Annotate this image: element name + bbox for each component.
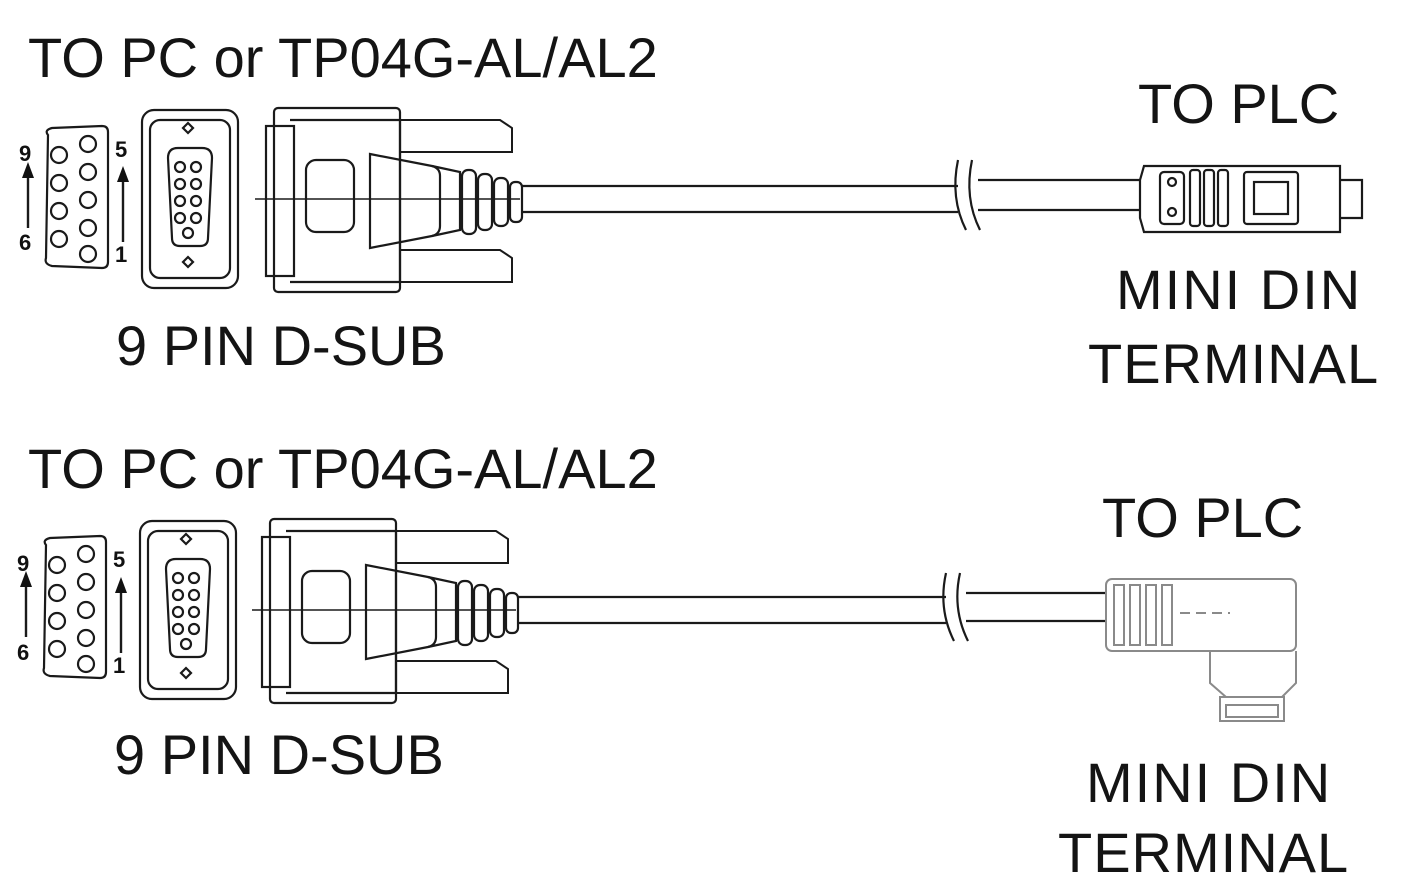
pin-5-label: 5 <box>113 547 126 572</box>
mini-din-right-angle-icon <box>1105 578 1297 722</box>
cable-assembly-straight: TO PC or TP04G-AL/AL2 <box>0 0 1428 420</box>
to-plc-label: TO PLC <box>1138 72 1340 135</box>
mini-din-label: MINI DIN <box>1116 258 1363 321</box>
strain-relief-icon <box>460 168 524 236</box>
dsub-pin-face-icon <box>42 534 108 680</box>
thumbscrew-icon <box>400 119 513 283</box>
dsub-pin-face-icon <box>44 124 110 270</box>
cable-line <box>522 159 1140 231</box>
terminal-label: TERMINAL <box>1058 821 1350 884</box>
pin-1-label: 1 <box>115 242 128 267</box>
pin-6-label: 6 <box>19 230 32 255</box>
thumbscrew-icon <box>396 530 509 694</box>
pin-5-label: 5 <box>115 137 128 162</box>
mini-din-label: MINI DIN <box>1086 751 1333 814</box>
pin-1-label: 1 <box>113 653 126 678</box>
mini-din-straight-icon <box>1138 164 1364 234</box>
to-pc-label: TO PC or TP04G-AL/AL2 <box>28 437 658 500</box>
pin-9-label: 9 <box>19 141 32 166</box>
pin-9-label: 9 <box>17 551 30 576</box>
terminal-label: TERMINAL <box>1088 332 1380 395</box>
dsub-body-icon <box>260 517 458 705</box>
dsub-flange-icon <box>140 108 240 290</box>
pin-direction-arrows <box>24 581 123 653</box>
dsub-label: 9 PIN D-SUB <box>116 314 446 377</box>
cable-drawing <box>22 106 1364 294</box>
dsub-label: 9 PIN D-SUB <box>114 723 444 786</box>
strain-relief-icon <box>456 579 520 647</box>
dsub-body-icon <box>264 106 462 294</box>
pin-direction-arrows <box>26 172 125 242</box>
to-plc-label: TO PLC <box>1102 486 1304 549</box>
dsub-flange-icon <box>138 519 238 701</box>
to-pc-label: TO PC or TP04G-AL/AL2 <box>28 26 658 89</box>
cable-drawing <box>20 517 1297 722</box>
cable-assembly-right-angle: TO PC or TP04G-AL/AL2 <box>0 415 1428 884</box>
cable-line <box>518 572 1106 642</box>
pin-6-label: 6 <box>17 640 30 665</box>
